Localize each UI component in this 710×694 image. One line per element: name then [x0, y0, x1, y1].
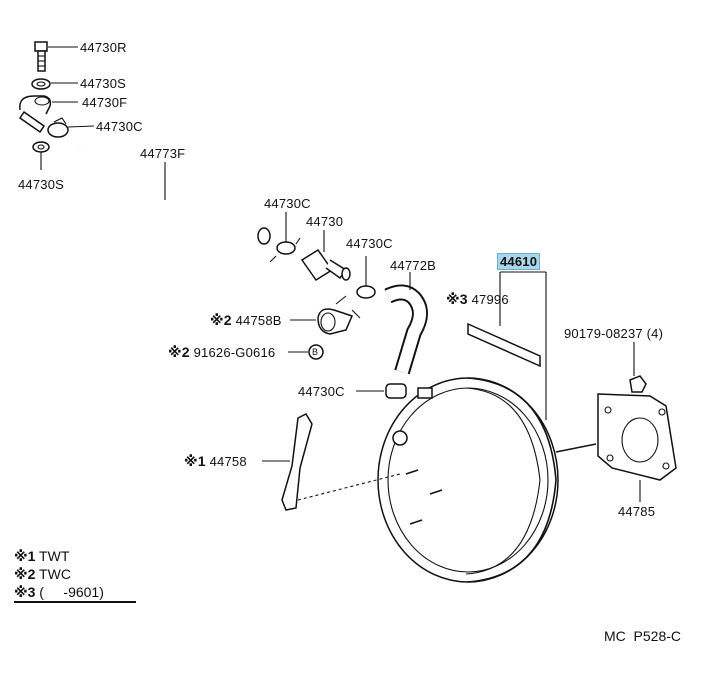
legend-row-3: ※3 ( -9601)	[14, 584, 136, 603]
note-mark-2: ※2	[210, 312, 232, 328]
part-label-44730C-right: 44730C	[346, 236, 393, 251]
diagram-code: MC P528-C	[604, 628, 682, 644]
legend-row-1: ※1 TWT	[14, 548, 69, 564]
part-label-44758: ※1 44758	[184, 453, 247, 470]
legend-text-3: ( -9601)	[39, 584, 104, 600]
part-label-44730S-top: 44730S	[80, 76, 127, 91]
clip-44730C-low	[356, 383, 407, 399]
part-label-44730R: 44730R	[80, 40, 127, 55]
note-mark-1: ※1	[184, 453, 206, 469]
brake-booster-44610	[377, 377, 597, 583]
part-label-44730C-mid: 44730C	[264, 196, 311, 211]
check-valve-44730	[300, 230, 351, 282]
part-label-44610[interactable]: 44610	[497, 253, 541, 270]
hose-44772B	[384, 272, 428, 375]
gasket-47996	[467, 322, 541, 368]
part-label-90179: 90179-08237 (4)	[564, 326, 664, 341]
legend-text-2: TWC	[39, 566, 71, 582]
part-label-44772B: 44772B	[390, 258, 437, 273]
bolt-91626-symbol	[288, 344, 324, 360]
hose-44773F	[77, 143, 271, 251]
part-label-44730C-low: 44730C	[298, 384, 345, 399]
union-44730F	[18, 95, 78, 134]
legend-text-1: TWT	[39, 548, 70, 564]
legend-mark-2: ※2	[14, 566, 36, 582]
clip-44730C-mid	[269, 212, 301, 263]
washer-44730S-top	[31, 78, 78, 90]
bolt-44730R	[34, 41, 78, 72]
clip-44730C-top	[47, 117, 95, 138]
part-label-44758B: ※2 44758B	[210, 312, 282, 329]
circle-b-letter: B	[312, 347, 319, 357]
part-label-47996: ※3 47996	[446, 291, 509, 308]
gasket-plate-44785	[597, 393, 677, 502]
part-label-44730S-left: 44730S	[18, 177, 65, 192]
part-label-44730: 44730	[306, 214, 344, 229]
legend-mark-1: ※1	[14, 548, 36, 564]
part-label-44730C-top: 44730C	[96, 119, 143, 134]
part-number-44758B: 44758B	[235, 313, 282, 328]
rod-44758	[262, 413, 401, 511]
legend-mark-3: ※3	[14, 584, 36, 600]
part-label-91626: ※2 91626-G0616	[168, 344, 276, 361]
leader-44610	[499, 271, 547, 420]
part-number-47996: 47996	[471, 292, 509, 307]
part-label-44730F: 44730F	[82, 95, 128, 110]
clip-44730C-right	[356, 256, 376, 299]
note-mark-2b: ※2	[168, 344, 190, 360]
part-label-44773F: 44773F	[140, 146, 186, 161]
clamp-44758B	[290, 295, 361, 335]
note-mark-3: ※3	[446, 291, 468, 307]
nut-90179	[629, 342, 647, 393]
washer-44730S-left	[32, 141, 50, 170]
part-number-44758: 44758	[209, 454, 247, 469]
legend-row-2: ※2 TWC	[14, 566, 71, 582]
part-label-44785: 44785	[618, 504, 656, 519]
part-number-91626: 91626-G0616	[193, 345, 276, 360]
